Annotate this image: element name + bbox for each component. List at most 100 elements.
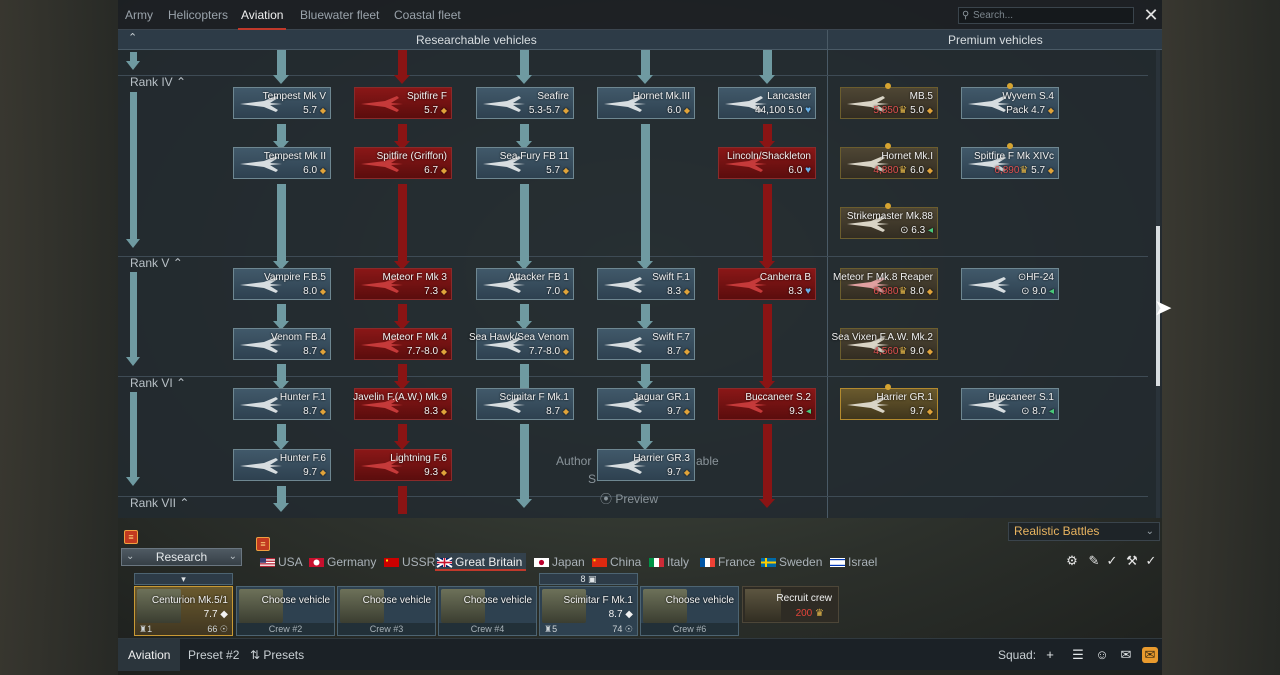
ghost-text: ⦿ Preview <box>600 492 659 506</box>
crew-slot[interactable]: Choose vehicle Crew #4 <box>438 586 537 636</box>
tab-helicopters[interactable]: Helicopters <box>168 8 229 22</box>
tab-aviation[interactable]: Aviation <box>238 0 287 30</box>
premium-vehicle-card[interactable]: Strikemaster Mk.88⊙ 6.3 ◂ <box>840 207 938 239</box>
nation-tab-china[interactable]: China <box>590 553 641 571</box>
nation-tab-great-britain[interactable]: Great Britain <box>435 553 527 571</box>
vehicle-card[interactable]: Spitfire (Griffon)6.7 ◆ <box>354 147 452 179</box>
search-input[interactable]: ⚲ Search... <box>958 7 1134 24</box>
nation-tab-germany[interactable]: Germany <box>307 553 376 571</box>
link-arrow <box>394 124 410 150</box>
crew-slot[interactable]: Choose vehicle Crew #6 <box>640 586 739 636</box>
aircraft-icon <box>240 397 282 413</box>
game-mode-select[interactable]: Realistic Battles ⌄ <box>1008 522 1160 541</box>
aircraft-icon <box>968 96 1010 112</box>
list-icon[interactable]: ☰ <box>1072 647 1084 662</box>
rank-label[interactable]: Rank IV ⌃ <box>130 75 187 89</box>
research-tree: ⌃ Researchable vehicles Premium vehicles… <box>118 30 1172 518</box>
crew-portrait <box>441 589 485 623</box>
rank-label[interactable]: Rank V ⌃ <box>130 256 183 270</box>
aircraft-icon <box>240 458 282 474</box>
nation-tab-usa[interactable]: USA <box>258 553 303 571</box>
nation-tab-sweden[interactable]: Sweden <box>759 553 822 571</box>
rank-label[interactable]: Rank VII ⌃ <box>130 496 190 510</box>
tab-coastal-fleet[interactable]: Coastal fleet <box>394 8 461 22</box>
crew-slot[interactable]: Centurion Mk.5/1 7.7 ◆ ♜1 66 ☉ <box>134 586 233 636</box>
nation-tab-japan[interactable]: Japan <box>532 553 585 571</box>
nation-tab-israel[interactable]: Israel <box>828 553 877 571</box>
add-squad-icon[interactable]: + <box>1046 647 1054 662</box>
aircraft-icon <box>361 337 403 353</box>
tree-scrollbar-thumb[interactable] <box>1156 226 1160 386</box>
aircraft-icon <box>725 397 767 413</box>
close-icon[interactable]: ✕ <box>1143 5 1159 25</box>
gear-icon[interactable]: ⚙ <box>1066 553 1078 568</box>
premium-marker <box>1007 83 1013 89</box>
check-all-icon[interactable]: ✓ <box>1145 553 1157 568</box>
chat-icon[interactable]: ✉ <box>1120 647 1132 662</box>
check-icon[interactable]: ✓ <box>1106 553 1118 568</box>
nation-tab-france[interactable]: France <box>698 553 755 571</box>
rank-divider <box>118 376 1148 377</box>
link-arrow <box>759 124 775 150</box>
tab-bluewater-fleet[interactable]: Bluewater fleet <box>300 8 380 22</box>
nation-tab-ussr[interactable]: USSR <box>382 553 435 571</box>
aircraft-icon <box>483 96 525 112</box>
germany-flag-icon <box>309 558 324 567</box>
scroll-up-icon[interactable]: ⌃ <box>128 32 138 44</box>
aircraft-icon <box>361 96 403 112</box>
tab-army[interactable]: Army <box>125 8 153 22</box>
mail-icon[interactable]: ✉ <box>1142 647 1158 663</box>
preset-2[interactable]: Preset #2 <box>188 648 240 662</box>
repair-all-icon[interactable]: ⚒ <box>1126 553 1138 568</box>
nation-tab-italy[interactable]: Italy <box>647 553 689 571</box>
recruit-crew-button[interactable]: Recruit crew 200 ♛ <box>742 586 839 623</box>
crew-portrait <box>239 589 283 623</box>
link-arrow <box>516 184 532 270</box>
slot-header: ▾ <box>134 573 233 585</box>
premium-vehicle-card[interactable]: Buccaneer S.1⊙ 8.7 ◂ <box>961 388 1059 420</box>
preset-aviation[interactable]: Aviation <box>118 639 181 671</box>
research-button[interactable]: ⌄ Research ⌄ <box>121 548 242 566</box>
crew-slot[interactable]: Scimitar F Mk.1 8.7 ◆ ♜5 74 ☉ <box>539 586 638 636</box>
friends-icon[interactable]: ☺ <box>1095 647 1109 662</box>
crew-slot[interactable]: Choose vehicle Crew #3 <box>337 586 436 636</box>
wrench-icon[interactable]: ✎ <box>1088 553 1100 568</box>
crew-slot[interactable]: Choose vehicle Crew #2 <box>236 586 335 636</box>
presets-button[interactable]: ⇅ Presets <box>250 648 305 662</box>
ghost-text: able <box>696 454 719 468</box>
rank-label[interactable]: Rank VI ⌃ <box>130 376 187 390</box>
premium-vehicle-card[interactable]: ⊙HF-24⊙ 9.0 ◂ <box>961 268 1059 300</box>
